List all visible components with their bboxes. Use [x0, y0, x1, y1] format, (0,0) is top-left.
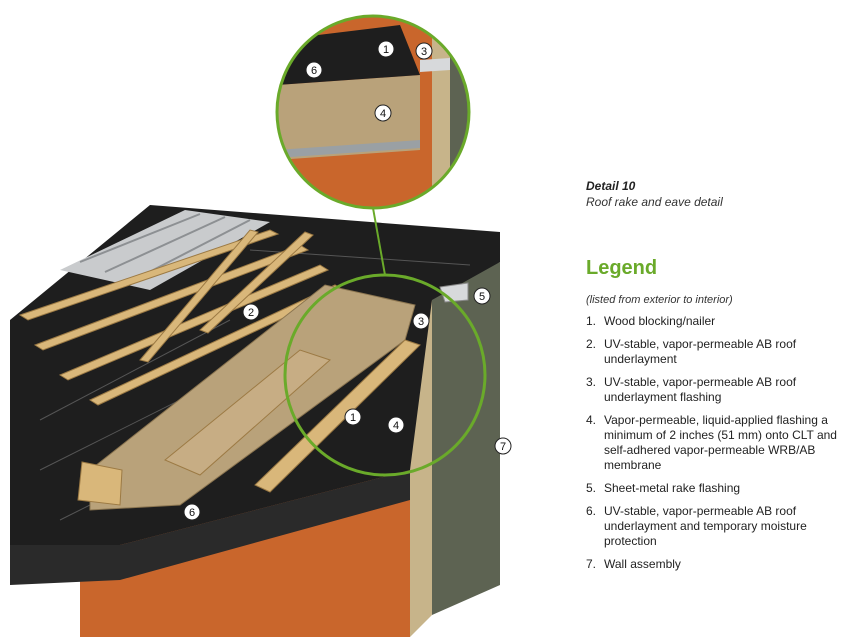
- svg-text:2: 2: [248, 307, 254, 319]
- roof-fascia-edge: [10, 470, 410, 585]
- wood-battens: [18, 229, 345, 406]
- callout-4-bottom: 4: [387, 416, 405, 434]
- legend-item-text: Wall assembly: [604, 557, 681, 571]
- legend-item-text: UV-stable, vapor-permeable AB roof under…: [604, 375, 797, 404]
- callout-6-top: 6: [305, 61, 323, 79]
- wood-blocking-front: [77, 461, 123, 506]
- legend-heading: Legend: [586, 257, 658, 279]
- wood-blocking-long: [254, 339, 421, 493]
- svg-text:4: 4: [393, 420, 399, 432]
- legend-item: 4. Vapor-permeable, liquid-applied flash…: [586, 413, 841, 473]
- callout-7: 7: [494, 437, 512, 455]
- legend-item-text: Vapor-permeable, liquid-applied flashing…: [604, 413, 837, 472]
- legend-item: 6. UV-stable, vapor-permeable AB roof un…: [586, 504, 841, 549]
- legend-item: 2. UV-stable, vapor-permeable AB roof un…: [586, 337, 841, 367]
- callout-6-bottom: 6: [183, 503, 201, 521]
- detail-subtitle: Roof rake and eave detail: [586, 195, 723, 209]
- svg-text:7: 7: [500, 441, 506, 453]
- legend-item-number: 5.: [586, 481, 597, 495]
- svg-text:6: 6: [311, 65, 317, 77]
- wood-blocking-block: [164, 349, 331, 476]
- callout-2: 2: [242, 303, 260, 321]
- legend-item-text: Sheet-metal rake flashing: [604, 481, 741, 495]
- legend-item-number: 4.: [586, 413, 597, 427]
- legend-item: 7. Wall assembly: [586, 557, 841, 572]
- callout-3-top: 3: [415, 42, 433, 60]
- legend-item-number: 6.: [586, 504, 597, 518]
- legend-item-number: 2.: [586, 337, 597, 351]
- svg-text:1: 1: [383, 44, 389, 56]
- legend-item-number: 7.: [586, 557, 597, 571]
- callout-1-top: 1: [377, 40, 395, 58]
- legend-item: 5. Sheet-metal rake flashing: [586, 481, 841, 496]
- legend-item-text: UV-stable, vapor-permeable AB roof under…: [604, 337, 797, 366]
- roof-rake-eave-illustration: 1 3 6 4 2 5 3 1 4 7 6: [10, 14, 512, 637]
- magnified-detail-frame: [275, 14, 471, 210]
- detail-title: Detail 10: [586, 179, 636, 193]
- legend-item-text: UV-stable, vapor-permeable AB roof under…: [604, 504, 807, 548]
- legend-item: 3. UV-stable, vapor-permeable AB roof un…: [586, 375, 841, 405]
- svg-text:4: 4: [380, 108, 386, 120]
- svg-text:6: 6: [189, 507, 195, 519]
- legend-list: 1. Wood blocking/nailer 2. UV-stable, va…: [586, 314, 841, 572]
- svg-text:3: 3: [418, 316, 424, 328]
- legend-panel: Detail 10 Roof rake and eave detail Lege…: [586, 178, 841, 580]
- callout-4-top: 4: [374, 104, 392, 122]
- callout-1-bottom: 1: [344, 408, 362, 426]
- magnified-detail: [277, 16, 469, 208]
- detail-leader: [372, 207, 386, 276]
- svg-text:1: 1: [350, 412, 356, 424]
- legend-note: (listed from exterior to interior): [586, 294, 733, 306]
- svg-text:3: 3: [421, 46, 427, 58]
- callout-3-bottom: 3: [412, 312, 430, 330]
- callout-5: 5: [473, 287, 491, 305]
- legend-item-text: Wood blocking/nailer: [604, 314, 716, 328]
- svg-text:5: 5: [479, 291, 485, 303]
- legend-item: 1. Wood blocking/nailer: [586, 314, 841, 329]
- legend-item-number: 1.: [586, 314, 597, 328]
- legend-item-number: 3.: [586, 375, 597, 389]
